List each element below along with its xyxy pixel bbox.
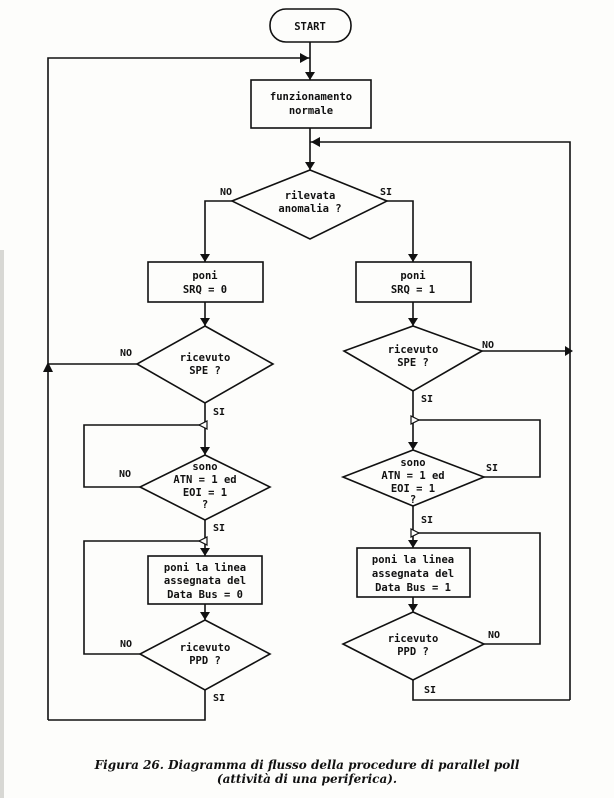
normal-operation-label-1: funzionamento bbox=[270, 91, 352, 103]
ppd-left-si-label: SI bbox=[213, 693, 225, 704]
edge-ppd-left-si bbox=[48, 690, 206, 721]
ppd-left-decision bbox=[138, 619, 272, 691]
edge-right-return bbox=[310, 141, 571, 700]
bus0-label-2: assegnata del bbox=[164, 575, 246, 587]
spe-left-label-1: ricevuto bbox=[180, 352, 231, 364]
ppd-right-decision bbox=[341, 611, 486, 681]
anomaly-decision bbox=[230, 169, 389, 240]
spe-right-no-label: NO bbox=[482, 340, 494, 351]
atn-right-si-label: SI bbox=[486, 463, 498, 474]
edge-left-return bbox=[47, 57, 310, 720]
atn-left-label-2: ATN = 1 ed bbox=[173, 474, 236, 486]
set-srq0-label-2: SRQ = 0 bbox=[183, 284, 227, 296]
ppd-left-label-1: ricevuto bbox=[180, 642, 231, 654]
ppd-right-label-2: PPD ? bbox=[397, 646, 429, 658]
anomaly-no-label: NO bbox=[220, 187, 232, 198]
ppd-right-no-label: NO bbox=[488, 630, 500, 641]
atn-right-label-3: EOI = 1 bbox=[391, 483, 435, 495]
spe-left-si-label: SI bbox=[213, 407, 225, 418]
edge-atn-right-loop bbox=[413, 419, 541, 478]
data-bus0-box bbox=[147, 555, 263, 605]
data-bus1-box bbox=[356, 547, 471, 598]
page-edge-shadow bbox=[0, 250, 4, 798]
normal-operation-label-2: normale bbox=[289, 105, 333, 117]
atn-left-label-1: sono bbox=[192, 461, 217, 473]
atn-right-label-1: sono bbox=[400, 457, 425, 469]
atn-left-label-4: ? bbox=[202, 499, 208, 511]
edge-ppd-right-si bbox=[412, 680, 570, 701]
anomaly-label-2: anomalia ? bbox=[278, 203, 341, 215]
atn-right-si-label-bottom: SI bbox=[421, 515, 433, 526]
figure-caption-line-1: Figura 26. Diagramma di flusso della pro… bbox=[94, 758, 520, 772]
edge-anomaly-si bbox=[387, 200, 414, 262]
spe-left-no-label: NO bbox=[120, 348, 132, 359]
junction-marks bbox=[197, 415, 421, 546]
bus1-label-1: poni la linea bbox=[372, 554, 454, 566]
bus0-label-1: poni la linea bbox=[164, 562, 246, 574]
atn-left-label-3: EOI = 1 bbox=[183, 487, 227, 499]
set-srq1-label-2: SRQ = 1 bbox=[391, 284, 435, 296]
start-terminal bbox=[269, 8, 352, 43]
bus1-label-3: Data Bus = 1 bbox=[375, 582, 451, 594]
ppd-right-si-label: SI bbox=[424, 685, 436, 696]
atn-right-label-2: ATN = 1 ed bbox=[381, 470, 444, 482]
set-srq0-label-1: poni bbox=[192, 270, 217, 282]
start-label: START bbox=[294, 21, 326, 33]
normal-operation-box bbox=[250, 79, 372, 129]
spe-right-label-1: ricevuto bbox=[388, 344, 439, 356]
anomaly-si-label: SI bbox=[380, 187, 392, 198]
ppd-left-no-label: NO bbox=[120, 639, 132, 650]
edge-anomaly-no bbox=[204, 200, 232, 262]
edge-atn-left-no bbox=[83, 424, 205, 488]
bus0-label-3: Data Bus = 0 bbox=[167, 589, 243, 601]
atn-left-si-label: SI bbox=[213, 523, 225, 534]
set-srq0-box bbox=[147, 261, 264, 303]
edge-ppd-right-no bbox=[413, 532, 541, 645]
anomaly-label-1: rilevata bbox=[285, 190, 336, 202]
set-srq1-box bbox=[355, 261, 472, 303]
atn-left-no-label: NO bbox=[119, 469, 131, 480]
spe-left-decision bbox=[135, 325, 275, 404]
figure-caption-line-2: (attività di una periferica). bbox=[216, 772, 398, 786]
spe-left-label-2: SPE ? bbox=[189, 365, 221, 377]
set-srq1-label-1: poni bbox=[400, 270, 425, 282]
bus1-label-2: assegnata del bbox=[372, 568, 454, 580]
spe-right-label-2: SPE ? bbox=[397, 357, 429, 369]
flowchart: START funzionamento normale rilevata ano… bbox=[43, 8, 573, 721]
atn-eoi-left-decision bbox=[138, 454, 272, 521]
edge-ppd-left-no bbox=[83, 540, 205, 655]
ppd-right-label-1: ricevuto bbox=[388, 633, 439, 645]
atn-right-label-4: ? bbox=[410, 494, 416, 506]
ppd-left-label-2: PPD ? bbox=[189, 655, 221, 667]
arrowheads bbox=[43, 53, 573, 620]
spe-right-si-label: SI bbox=[421, 394, 433, 405]
spe-right-decision bbox=[342, 325, 484, 392]
atn-eoi-right-decision bbox=[340, 449, 487, 507]
